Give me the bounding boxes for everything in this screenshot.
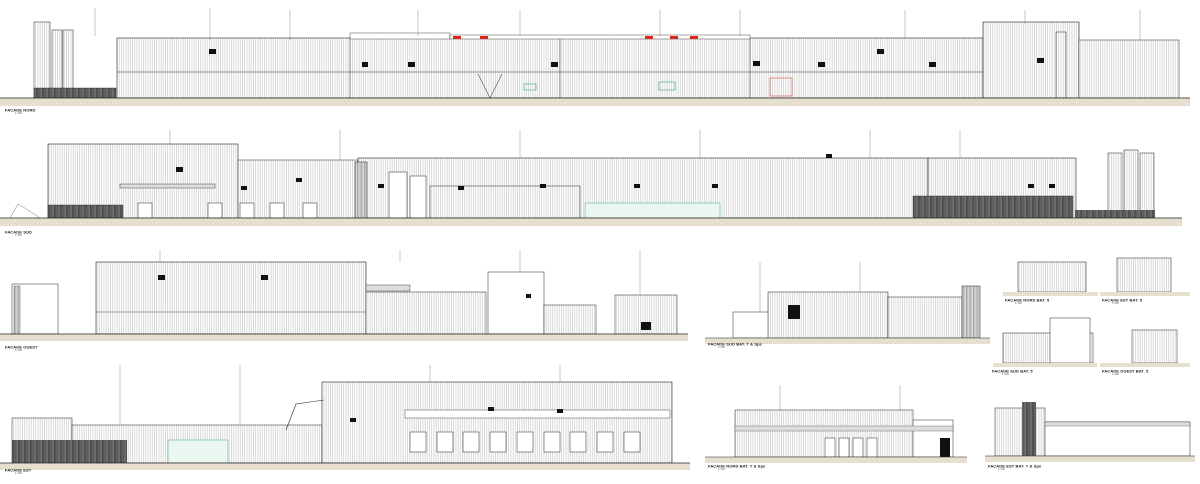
view-scale: 1:100: [15, 112, 22, 116]
bat-5-elevations: [985, 257, 1195, 462]
view-title: FACADE EST BAT. T & Spé: [988, 463, 1042, 469]
view-title: FACADE NORD BAT. 5: [1005, 297, 1050, 303]
view-caption-facade-nord-bat-5: FACADE NORD BAT. 5 1:100: [1005, 297, 1049, 305]
facade-sud-bat-t-elevation: [705, 285, 990, 344]
facade-nord-elevation: [0, 21, 1190, 106]
view-title: FACADE OUEST BAT. 5: [1102, 368, 1149, 374]
view-title: FACADE NORD BAT. T & Spé: [708, 463, 766, 469]
view-title: FACADE NORD: [5, 107, 36, 113]
view-caption-facade-nord-bat-t: FACADE NORD BAT. T & Spé 1:100: [708, 463, 765, 471]
facade-est-elevation: [0, 381, 690, 470]
view-title: FACADE OUEST: [5, 344, 38, 350]
facade-sud-elevation: [0, 143, 1182, 226]
view-caption-facade-sud: FACADE SUD 1:100: [5, 229, 32, 237]
view-caption-facade-est-bat-5: FACADE EST BAT. 5 1:100: [1102, 297, 1142, 305]
view-scale: 1:100: [718, 468, 725, 472]
view-scale: 1:100: [1015, 302, 1022, 306]
view-caption-facade-ouest-bat-5: FACADE OUEST BAT. 5 1:100: [1102, 368, 1148, 376]
view-caption-facade-nord: FACADE NORD 1:100: [5, 107, 35, 115]
view-caption-facade-est-bat-t: FACADE EST BAT. T & Spé 1:100: [988, 463, 1041, 471]
view-scale: 1:100: [718, 346, 725, 350]
facade-nord-bat-t-elevation: [705, 409, 967, 463]
view-caption-facade-sud-bat-5: FACADE SUD BAT. 5 1:100: [992, 368, 1033, 376]
view-caption-facade-ouest: FACADE OUEST 1:100: [5, 344, 38, 352]
view-scale: 1:100: [15, 349, 22, 353]
view-scale: 1:100: [998, 468, 1005, 472]
view-title: FACADE EST: [5, 467, 32, 473]
view-caption-facade-sud-bat-t: FACADE SUD BAT. T & Spé 1:100: [708, 341, 762, 349]
view-title: FACADE EST BAT. 5: [1102, 297, 1143, 303]
facade-ouest-elevation: [0, 261, 688, 341]
view-caption-facade-est: FACADE EST 1:100: [5, 467, 31, 475]
view-scale: 1:100: [15, 234, 22, 238]
view-title: FACADE SUD BAT. T & Spé: [708, 341, 763, 347]
view-scale: 1:100: [1112, 302, 1119, 306]
view-title: FACADE SUD BAT. 5: [992, 368, 1033, 374]
view-scale: 1:100: [1002, 373, 1009, 377]
view-title: FACADE SUD: [5, 229, 33, 235]
view-scale: 1:100: [1112, 373, 1119, 377]
view-scale: 1:100: [15, 472, 22, 476]
